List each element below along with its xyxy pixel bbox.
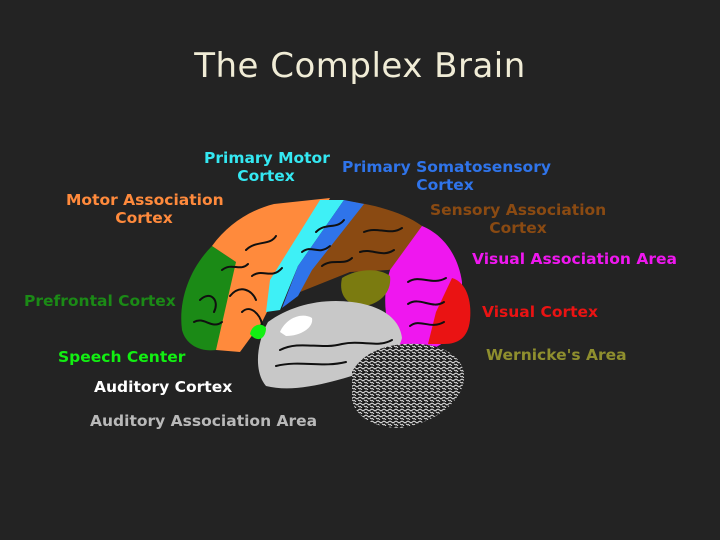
wernickes-region [352,343,465,428]
label-wernickes: Wernicke's Area [486,346,627,364]
sulci-lines [193,219,447,367]
sensory-association-region [300,202,422,292]
label-primary-motor-line2: Cortex [237,167,295,185]
label-motor-association-line1: Motor Association [66,191,224,209]
slide-title: The Complex Brain [194,46,526,86]
label-sensory-association: Sensory Association Cortex [430,201,606,237]
white-patch [280,315,313,336]
label-visual-association: Visual Association Area [472,250,677,268]
label-motor-association: Motor Association Cortex [66,191,224,227]
label-motor-association-line2: Cortex [115,209,173,227]
olive-region [341,270,391,306]
label-primary-motor-line1: Primary Motor [204,149,330,167]
primary-somatosensory-region [282,200,364,308]
label-primary-somatosensory: Primary Somatosensory Cortex [342,158,551,194]
label-prefrontal: Prefrontal Cortex [24,292,176,310]
label-sensory-association-line1: Sensory Association [430,201,607,219]
visual-cortex-region [428,278,471,344]
label-sensory-association-line2: Cortex [489,219,547,237]
label-primary-somatosensory-line1: Primary Somatosensory [342,158,551,176]
label-auditory-cortex: Auditory Cortex [94,378,233,396]
label-visual-cortex: Visual Cortex [482,303,599,321]
label-primary-somatosensory-line2: Cortex [416,176,474,194]
label-speech-center: Speech Center [58,348,186,366]
speech-center-region [250,324,266,340]
label-primary-motor: Primary Motor Cortex [204,149,330,185]
primary-motor-region [266,200,344,312]
label-auditory-association: Auditory Association Area [90,412,318,430]
